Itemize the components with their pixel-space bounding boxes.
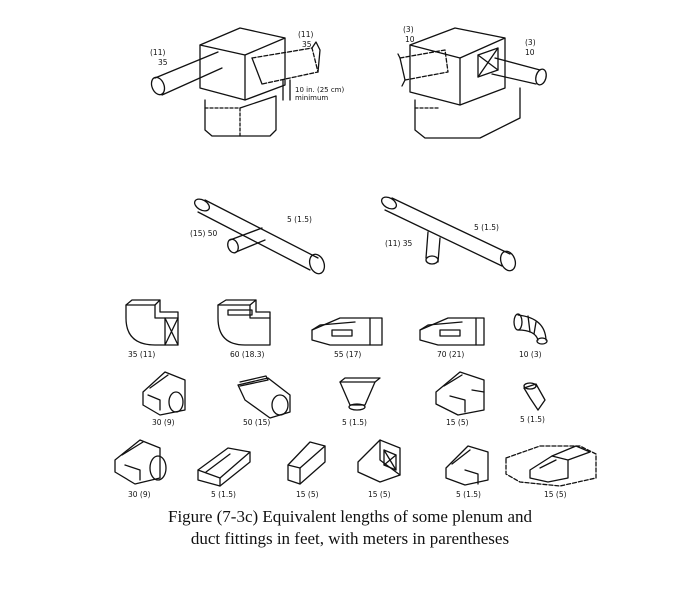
tee-down-branch-drawing bbox=[380, 196, 517, 272]
label-r1-3: 55 (17) bbox=[334, 350, 361, 359]
label-tee-right-run: 5 (1.5) bbox=[474, 223, 499, 232]
fitting-r1-4 bbox=[419, 317, 485, 346]
label-r3-4: 15 (5) bbox=[368, 490, 391, 499]
label-r1-4: 70 (21) bbox=[437, 350, 464, 359]
fitting-r1-5 bbox=[513, 313, 548, 345]
label-plenum-right-2: 35 bbox=[302, 40, 312, 49]
fitting-r3-4 bbox=[357, 439, 401, 483]
label-r3-3: 15 (5) bbox=[296, 490, 319, 499]
label-plenum-left-2: 35 bbox=[158, 58, 168, 67]
fitting-r2-5 bbox=[523, 382, 546, 411]
fitting-r2-2 bbox=[237, 375, 291, 419]
label-min-2: minimum bbox=[295, 94, 328, 102]
label-rect-left-1: (3) bbox=[403, 25, 414, 34]
label-r1-1: 35 (11) bbox=[128, 350, 155, 359]
fitting-r3-3 bbox=[287, 441, 326, 485]
label-r2-2: 50 (15) bbox=[243, 418, 270, 427]
label-tee-right-branch: (11) 35 bbox=[385, 239, 413, 248]
figure-caption-line1: Figure (7-3c) Equivalent lengths of some… bbox=[168, 507, 532, 526]
label-r2-1: 30 (9) bbox=[152, 418, 175, 427]
label-r1-2: 60 (18.3) bbox=[230, 350, 265, 359]
label-rect-right-1: (3) bbox=[525, 38, 536, 47]
tee-angled-branch-drawing bbox=[193, 198, 326, 275]
label-r3-1: 30 (9) bbox=[128, 490, 151, 499]
plenum-round-duct-drawing bbox=[150, 27, 321, 137]
label-r2-5: 5 (1.5) bbox=[520, 415, 545, 424]
plenum-rect-duct-drawing bbox=[397, 27, 547, 139]
label-tee-left-branch: (15) 50 bbox=[190, 229, 218, 238]
label-r2-4: 15 (5) bbox=[446, 418, 469, 427]
label-r3-6: 15 (5) bbox=[544, 490, 567, 499]
label-plenum-right-1: (11) bbox=[298, 30, 313, 39]
label-min-1: 10 in. (25 cm) bbox=[295, 86, 344, 94]
label-r3-2: 5 (1.5) bbox=[211, 490, 236, 499]
label-r1-5: 10 (3) bbox=[519, 350, 542, 359]
label-rect-left-2: 10 bbox=[405, 35, 415, 44]
label-tee-left-run: 5 (1.5) bbox=[287, 215, 312, 224]
label-r3-5: 5 (1.5) bbox=[456, 490, 481, 499]
label-rect-right-2: 10 bbox=[525, 48, 535, 57]
fitting-r2-4 bbox=[435, 371, 485, 416]
fitting-r1-3 bbox=[311, 317, 383, 346]
fitting-r1-1 bbox=[125, 299, 179, 346]
fitting-r2-3 bbox=[339, 377, 381, 411]
label-plenum-left-1: (11) bbox=[150, 48, 165, 57]
label-r2-3: 5 (1.5) bbox=[342, 418, 367, 427]
figure-caption-line2: duct fittings in feet, with meters in pa… bbox=[190, 529, 510, 548]
fitting-r3-1 bbox=[114, 439, 167, 485]
fitting-r2-1 bbox=[142, 371, 186, 416]
fitting-r3-2 bbox=[197, 447, 251, 487]
fitting-r1-2 bbox=[217, 299, 271, 346]
fitting-r3-6 bbox=[505, 445, 597, 487]
fitting-r3-5 bbox=[445, 445, 489, 486]
